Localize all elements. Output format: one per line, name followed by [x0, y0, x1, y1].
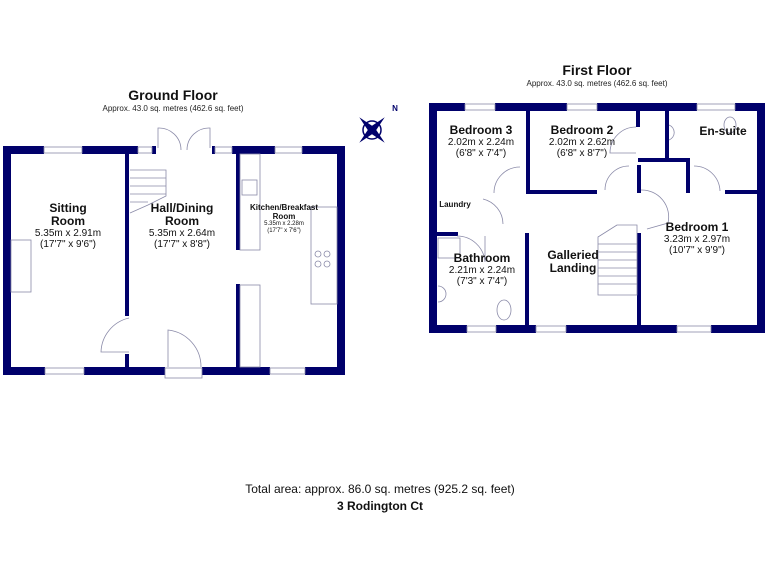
- ground-floor-walls: [3, 146, 345, 375]
- room-bedroom-3: Bedroom 3 2.02m x 2.24m (6'8" x 7'4"): [447, 123, 515, 160]
- room-dimensions-metric: 2.02m x 2.62m: [548, 137, 616, 148]
- room-name: Hall/Dining: [150, 201, 214, 215]
- first-floor-fixtures: [437, 103, 737, 333]
- ground-floor-title: Ground Floor: [128, 87, 218, 103]
- room-bedroom-1: Bedroom 1 3.23m x 2.97m (10'7" x 9'9"): [663, 220, 731, 257]
- room-name: Bedroom 2: [550, 123, 614, 137]
- room-name: Sitting: [49, 201, 87, 215]
- property-address: 3 Rodington Ct: [337, 499, 423, 513]
- room-dimensions-imperial: (17'7" x 7'6"): [267, 228, 301, 234]
- room-name: Room: [165, 214, 199, 228]
- room-dimensions-metric: 5.35m x 2.28m: [264, 221, 304, 227]
- room-galleried-landing: Galleried Landing: [547, 249, 598, 275]
- room-name: Landing: [549, 261, 597, 275]
- room-dimensions-imperial: (10'7" x 9'9"): [669, 245, 725, 256]
- first-floor-title: First Floor: [562, 62, 632, 78]
- total-area: Total area: approx. 86.0 sq. metres (925…: [245, 482, 515, 496]
- room-dimensions-imperial: (17'7" x 8'8"): [154, 239, 210, 250]
- room-name: Bathroom: [453, 251, 511, 265]
- room-sitting-room: Sitting Room 5.35m x 2.91m (17'7" x 9'6"…: [34, 201, 102, 251]
- room-dimensions-imperial: (6'8" x 7'4"): [455, 148, 507, 159]
- room-dimensions-metric: 5.35m x 2.91m: [34, 228, 102, 239]
- room-kitchen: Kitchen/Breakfast Room 5.35m x 2.28m (17…: [250, 203, 318, 235]
- room-hall-dining: Hall/Dining Room 5.35m x 2.64m (17'7" x …: [148, 201, 216, 251]
- room-dimensions-imperial: (6'8" x 8'7"): [556, 148, 608, 159]
- room-bathroom: Bathroom 2.21m x 2.24m (7'3" x 7'4"): [448, 251, 516, 288]
- room-dimensions-metric: 2.02m x 2.24m: [447, 137, 515, 148]
- ground-floor-area: Approx. 43.0 sq. metres (462.6 sq. feet): [102, 104, 244, 113]
- room-name: Bedroom 1: [665, 220, 729, 234]
- room-name: Galleried: [547, 248, 599, 262]
- compass-north-label: N: [392, 104, 398, 113]
- room-dimensions-metric: 2.21m x 2.24m: [448, 265, 516, 276]
- room-dimensions-metric: 5.35m x 2.64m: [148, 228, 216, 239]
- room-name: Room: [272, 212, 296, 221]
- room-laundry: Laundry: [439, 200, 471, 209]
- first-floor-walls: [429, 103, 765, 333]
- room-name: Bedroom 3: [449, 123, 513, 137]
- compass-icon: [359, 117, 385, 143]
- room-name: Room: [51, 214, 85, 228]
- first-floor-area: Approx. 43.0 sq. metres (462.6 sq. feet): [526, 79, 668, 88]
- ground-floor-fixtures: [10, 127, 338, 379]
- room-dimensions-metric: 3.23m x 2.97m: [663, 234, 731, 245]
- room-dimensions-imperial: (17'7" x 9'6"): [40, 239, 96, 250]
- room-bedroom-2: Bedroom 2 2.02m x 2.62m (6'8" x 8'7"): [548, 123, 616, 160]
- room-en-suite: En-suite: [699, 124, 747, 138]
- room-name: Kitchen/Breakfast: [249, 203, 319, 212]
- room-dimensions-imperial: (7'3" x 7'4"): [456, 276, 508, 287]
